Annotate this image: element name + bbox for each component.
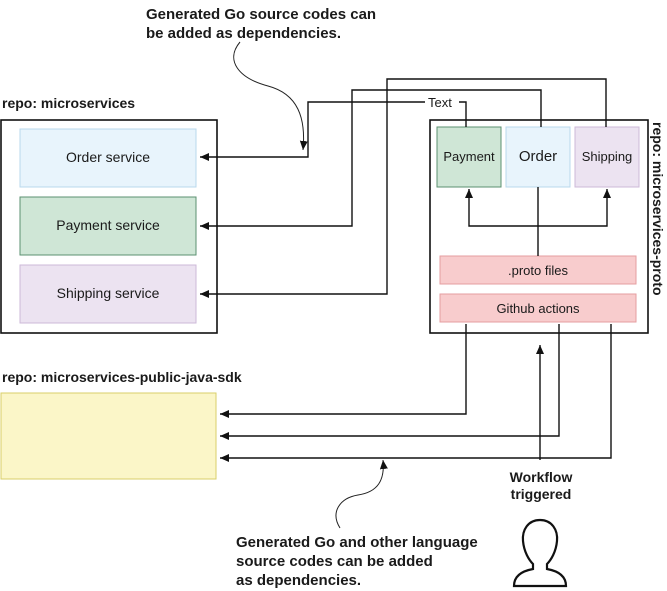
shipping-gen-arrow: [538, 189, 611, 227]
github-actions-box: [439, 293, 637, 323]
top-note-pointer: [233, 41, 308, 151]
bottom-note-line3: as dependencies.: [236, 572, 361, 589]
shipping-module-box: [574, 126, 640, 188]
proto-files-box: [439, 255, 637, 285]
proto-files-label: .proto files: [508, 263, 568, 278]
microservices-repo-title: repo: microservices: [2, 95, 135, 111]
payment-service-box: [19, 196, 197, 256]
text-label: Text: [428, 95, 452, 110]
order-service-box: [19, 128, 197, 188]
order-module-label: Order: [519, 148, 557, 165]
payment-module-box: [436, 126, 502, 188]
person-silhouette-icon: [512, 518, 568, 588]
proto-repo-title: repo: microservices-proto: [650, 122, 666, 296]
top-note-line1: Generated Go source codes can: [146, 6, 376, 23]
sdk-arrow-1: [220, 324, 467, 418]
top-note-line2: be added as dependencies.: [146, 25, 341, 42]
payment-module-label: Payment: [443, 149, 495, 164]
github-actions-label: Github actions: [496, 301, 580, 316]
bottom-note-pointer: [335, 459, 388, 529]
java-sdk-repo-title: repo: microservices-public-java-sdk: [2, 369, 242, 385]
bottom-note-line1: Generated Go and other language: [236, 534, 478, 551]
shipping-module-label: Shipping: [582, 149, 633, 164]
bottom-note-line2: source codes can be added: [236, 553, 433, 570]
workflow-label-bg: [505, 466, 577, 504]
payment-to-order-service-arrow: [200, 101, 467, 161]
sdk-arrow-3: [220, 324, 612, 462]
text-label-bg: [425, 95, 459, 109]
workflow-label-line2: triggered: [511, 486, 572, 502]
shipping-to-shipping-service-arrow: [200, 78, 607, 298]
order-to-payment-service-arrow: [200, 89, 542, 230]
java-sdk-repo-box: [0, 392, 217, 480]
sdk-arrow-2: [220, 324, 560, 440]
payment-service-label: Payment service: [56, 217, 160, 233]
shipping-service-box: [19, 264, 197, 324]
order-service-label: Order service: [66, 149, 150, 165]
shipping-service-label: Shipping service: [57, 285, 160, 301]
payment-gen-arrow: [465, 189, 538, 227]
workflow-label-line1: Workflow: [510, 469, 573, 485]
